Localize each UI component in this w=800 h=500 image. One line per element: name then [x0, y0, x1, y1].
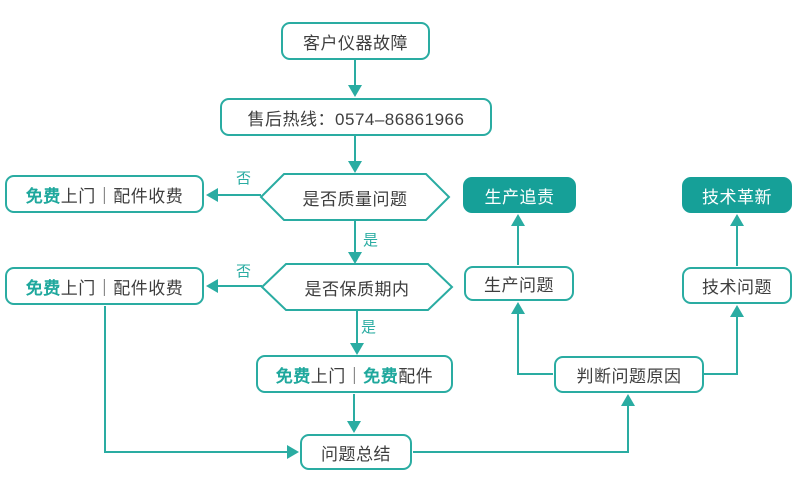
node-decision-quality-shape: [259, 173, 451, 221]
node-start-label: 客户仪器故障: [303, 33, 408, 53]
node-decision-warranty-label: 是否保质期内: [286, 264, 428, 310]
arrowhead-up: [730, 305, 744, 317]
arrowhead-down: [348, 85, 362, 97]
highlight-free: 免费: [25, 278, 61, 298]
arrowhead-up: [511, 214, 525, 226]
edge-label-quality-no: 否: [236, 170, 252, 187]
label-mid: 上门｜: [310, 366, 364, 386]
node-free-visit-paid-parts-bottom: 免费上门｜配件收费: [5, 267, 204, 305]
edge-freevisit-summary: [104, 306, 299, 459]
arrowhead-down: [350, 343, 364, 355]
highlight-free: 免费: [25, 186, 61, 206]
node-decision-quality-label: 是否质量问题: [284, 174, 426, 220]
node-tech-innovation-label: 技术革新: [702, 187, 772, 207]
decision-quality-text: 是否质量问题: [302, 189, 408, 209]
arrowhead-down: [348, 161, 362, 173]
node-tech-issue: 技术问题: [682, 267, 792, 304]
node-tech-issue-label: 技术问题: [702, 278, 772, 297]
edge-production-trace: [511, 214, 525, 265]
edge-summary-judge: [413, 394, 635, 453]
node-judge-cause-label: 判断问题原因: [576, 367, 682, 386]
edge-start-hotline: [348, 60, 362, 97]
edge-judge-production: [511, 302, 553, 375]
edge-hotline-quality: [348, 136, 362, 173]
node-hotline-label: 售后热线：0574–86861966: [247, 109, 465, 129]
node-label: 免费上门｜配件收费: [26, 274, 184, 299]
edge-judge-tech: [704, 305, 744, 375]
node-judge-cause: 判断问题原因: [554, 356, 704, 393]
node-production-issue: 生产问题: [464, 266, 574, 301]
arrowhead-up: [730, 214, 744, 226]
node-label: 免费上门｜免费配件: [276, 362, 434, 387]
node-tech-innovation: 技术革新: [682, 177, 792, 213]
node-free-visit-paid-parts-top: 免费上门｜配件收费: [5, 175, 204, 213]
label-rest: 上门｜配件收费: [60, 278, 184, 298]
arrowhead-up: [511, 302, 525, 314]
node-start: 客户仪器故障: [281, 22, 430, 60]
edge-warranty-no: [206, 279, 262, 293]
arrowhead-right: [287, 445, 299, 459]
label-tail: 配件: [398, 366, 434, 386]
arrowhead-left: [206, 188, 218, 202]
edge-quality-yes: [348, 221, 362, 264]
decision-warranty-text: 是否保质期内: [304, 279, 410, 299]
label-rest: 上门｜配件收费: [60, 186, 184, 206]
node-summary-label: 问题总结: [321, 444, 391, 464]
arrowhead-left: [206, 279, 218, 293]
edge-label-quality-yes: 是: [363, 232, 379, 249]
edge-label-warranty-no: 否: [236, 263, 252, 280]
edge-label-warranty-yes: 是: [361, 319, 377, 336]
arrowhead-up: [621, 394, 635, 406]
highlight-free: 免费: [275, 366, 311, 386]
node-production-trace-label: 生产追责: [484, 187, 555, 207]
edge-quality-no: [206, 188, 261, 202]
node-summary: 问题总结: [300, 434, 412, 470]
edge-tech-innovation: [730, 214, 744, 266]
node-hotline: 售后热线：0574–86861966: [220, 98, 492, 136]
node-production-issue-label: 生产问题: [484, 276, 554, 295]
node-free-visit-free-parts: 免费上门｜免费配件: [256, 355, 453, 393]
edge-warranty-yes: [350, 311, 364, 355]
arrowhead-down: [347, 421, 361, 433]
node-label: 免费上门｜配件收费: [26, 182, 184, 207]
edge-freeparts-summary: [347, 394, 361, 433]
node-production-trace: 生产追责: [463, 177, 576, 213]
node-decision-warranty-shape: [260, 263, 454, 311]
arrowhead-down: [348, 252, 362, 264]
highlight-free: 免费: [363, 366, 399, 386]
